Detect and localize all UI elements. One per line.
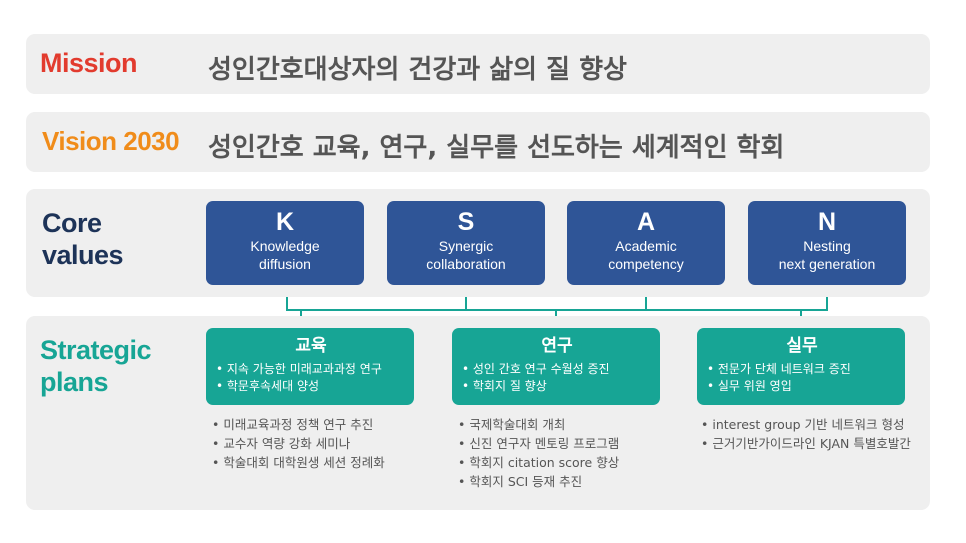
plan-key-point: • 학문후속세대 양성: [216, 379, 320, 393]
mission-band: Mission 성인간호대상자의 건강과 삶의 질 향상: [26, 34, 930, 94]
list-item: • 미래교육과정 정책 연구 추진: [212, 417, 374, 432]
core-value-name-line1: Nesting: [803, 238, 851, 254]
plan-actions-research: • 국제학술대회 개최 • 신진 연구자 멘토링 프로그램 • 학회지 cita…: [458, 415, 619, 491]
plan-key-point: • 실무 위원 영입: [707, 379, 792, 393]
vision-statement: 성인간호 교육, 연구, 실무를 선도하는 세계적인 학회: [208, 133, 785, 163]
list-item: • 교수자 역량 강화 세미나: [212, 436, 351, 451]
core-values-label-line2: values: [42, 240, 124, 270]
list-item: • 학술대회 대학원생 세션 정례화: [212, 455, 385, 470]
strategic-plans-label: Strategic plans: [40, 334, 180, 398]
plan-key-point: • 학회지 질 향상: [462, 379, 547, 393]
list-item: • 학회지 citation score 향상: [458, 455, 620, 470]
core-value-letter: A: [636, 208, 656, 236]
plan-key-point: • 지속 가능한 미래교과과정 연구: [216, 362, 382, 376]
core-value-letter: S: [457, 208, 475, 236]
core-value-name-line2: competency: [608, 256, 684, 272]
list-item: • 신진 연구자 멘토링 프로그램: [458, 436, 620, 451]
vision-label: Vision 2030: [42, 126, 180, 156]
strategic-plans-band: Strategic plans 교육 • 지속 가능한 미래교과과정 연구 • …: [26, 316, 930, 510]
vision-band: Vision 2030 성인간호 교육, 연구, 실무를 선도하는 세계적인 학…: [26, 112, 930, 172]
core-values-band: Core values K Knowledge diffusion S Syne…: [26, 189, 930, 297]
plan-box-practice: 실무 • 전문가 단체 네트워크 증진 • 실무 위원 영입: [697, 328, 905, 405]
core-value-name-line2: collaboration: [426, 256, 506, 272]
connector-line: [286, 286, 288, 310]
core-value-nesting: N Nesting next generation: [748, 201, 906, 285]
plan-title: 교육: [295, 336, 327, 356]
connector-line: [645, 286, 647, 310]
plan-actions-education: • 미래교육과정 정책 연구 추진 • 교수자 역량 강화 세미나 • 학술대회…: [212, 415, 385, 472]
mission-label: Mission: [40, 48, 138, 78]
core-value-name-line1: Knowledge: [250, 238, 320, 254]
core-value-letter: K: [275, 208, 295, 236]
list-item: • interest group 기반 네트워크 형성: [701, 417, 905, 432]
connector-line: [826, 286, 828, 310]
core-value-letter: N: [817, 208, 837, 236]
strategic-plans-label-line1: Strategic: [40, 335, 152, 365]
plan-key-point: • 전문가 단체 네트워크 증진: [707, 362, 851, 376]
core-value-synergic: S Synergic collaboration: [387, 201, 545, 285]
core-value-name-line2: next generation: [778, 256, 876, 272]
core-value-name-line1: Synergic: [438, 238, 494, 254]
core-value-academic: A Academic competency: [567, 201, 725, 285]
plan-box-education: 교육 • 지속 가능한 미래교과과정 연구 • 학문후속세대 양성: [206, 328, 414, 405]
core-value-knowledge: K Knowledge diffusion: [206, 201, 364, 285]
list-item: • 학회지 SCI 등재 추진: [458, 474, 583, 489]
plan-box-research: 연구 • 성인 간호 연구 수월성 증진 • 학회지 질 향상: [452, 328, 660, 405]
plan-key-point: • 성인 간호 연구 수월성 증진: [462, 362, 610, 376]
plan-actions-practice: • interest group 기반 네트워크 형성 • 근거기반가이드라인 …: [701, 415, 911, 453]
connector-line: [465, 286, 467, 310]
core-values-label-line1: Core: [42, 208, 102, 238]
list-item: • 근거기반가이드라인 KJAN 특별호발간: [701, 436, 911, 451]
strategic-plans-label-line2: plans: [40, 367, 109, 397]
list-item: • 국제학술대회 개최: [458, 417, 566, 432]
mission-statement: 성인간호대상자의 건강과 삶의 질 향상: [208, 55, 627, 85]
plan-title: 연구: [541, 336, 573, 356]
core-values-label: Core values: [42, 207, 172, 271]
plan-title: 실무: [786, 336, 818, 356]
connector-line: [286, 309, 828, 311]
core-value-name-line1: Academic: [615, 238, 677, 254]
core-value-name-line2: diffusion: [259, 256, 311, 272]
